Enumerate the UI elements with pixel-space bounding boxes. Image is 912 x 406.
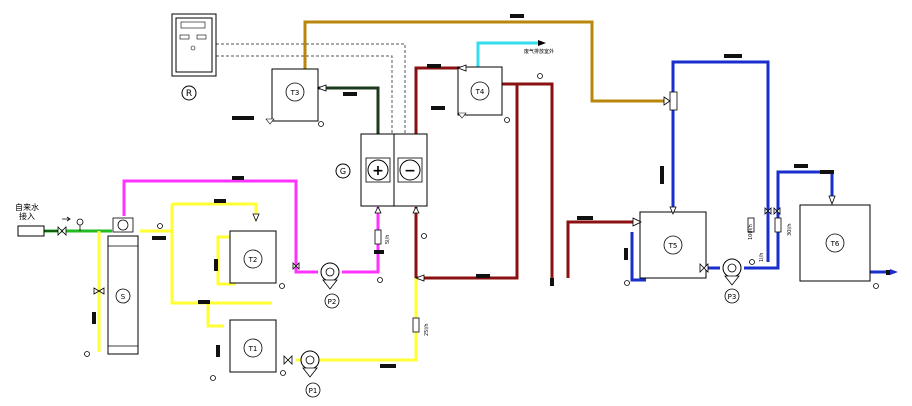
g-return-arrow <box>414 274 425 282</box>
anolyte-line <box>414 66 641 282</box>
flowmeter-p3-left: 100l/h <box>747 217 755 240</box>
sample-taps <box>84 73 879 381</box>
vent-label: 废气排放室外 <box>524 48 554 55</box>
tank-t4-label: T4 <box>475 88 485 96</box>
inlet-label: 自来水 接入 <box>12 203 42 221</box>
air-injector <box>669 91 678 111</box>
t2-inlet-arrow <box>252 213 260 223</box>
outlet-arrow <box>890 269 898 275</box>
inlet-label-line1: 自来水 <box>15 203 39 212</box>
controller-cabinet <box>171 13 217 77</box>
tank-t1-label: T1 <box>248 345 258 353</box>
brine-line <box>122 179 380 274</box>
tank-t2-label: T2 <box>248 256 258 264</box>
catholyte-line <box>318 86 380 134</box>
inlet-connector <box>17 225 45 237</box>
pump-p3: P3 <box>722 258 742 304</box>
generator-label: G <box>340 167 346 176</box>
cathode-symbol: − <box>404 163 416 179</box>
signal-lines <box>216 43 406 134</box>
flowmeter-p3-left-label: 100l/h <box>748 224 754 240</box>
pump-p2: P2 <box>320 262 340 309</box>
tank-t1: T1 <box>229 319 277 373</box>
tank-t6: T6 <box>799 204 871 282</box>
pump-p1-label: P1 <box>309 387 318 395</box>
vent-arrow <box>538 40 546 46</box>
inlet-valve-icon <box>57 226 67 236</box>
pressure-gauge-icon <box>76 218 84 226</box>
t5-top-arrow <box>669 206 677 216</box>
t4-inlet-arrow <box>456 64 467 72</box>
flowmeter-p3-right: 30l/h <box>774 217 793 236</box>
vent-line <box>476 41 540 68</box>
tank-t3-label: T3 <box>290 89 300 97</box>
flowmeter-g-left: 5l/h <box>374 229 391 245</box>
pump-p2-label: P2 <box>328 298 337 306</box>
flowmeter-p1-label: 25l/h <box>424 323 430 336</box>
g-inlet-arrow-right <box>412 206 420 214</box>
generator-tag <box>335 163 351 179</box>
air-line <box>303 20 668 103</box>
tank-t5: T5 <box>639 211 707 279</box>
product-line <box>630 60 890 282</box>
pump-p1: P1 <box>300 350 321 398</box>
controller-label: R <box>186 89 192 99</box>
flowmeter-t6-label: 1l/h <box>759 253 765 262</box>
softener-label: S <box>121 293 126 301</box>
tank-t2: T2 <box>229 230 277 284</box>
valves <box>93 207 781 365</box>
water-softener: S <box>107 217 139 355</box>
tank-t5-label: T5 <box>668 242 678 250</box>
pump-p3-label: P3 <box>728 293 737 301</box>
t5-inlet-arrow <box>632 217 642 227</box>
g-inlet-arrow-left <box>374 206 382 214</box>
tank-t3: T3 <box>271 68 319 122</box>
flow-direction-arrow <box>62 216 71 222</box>
flowmeter-t6: 1l/h <box>759 253 765 262</box>
tank-t6-label: T6 <box>830 240 840 248</box>
tag-markers <box>92 14 890 368</box>
flowmeter-p1: 25l/h <box>412 317 430 336</box>
electrolysis-generator: + − <box>360 133 428 207</box>
t6-inlet-arrow <box>828 195 836 206</box>
t3-inlet-arrow <box>316 84 327 92</box>
anode-symbol: + <box>372 163 384 179</box>
flowmeter-g-left-label: 5l/h <box>385 235 391 244</box>
tank-t4: T4 <box>457 66 503 116</box>
controller-tag <box>181 85 197 101</box>
inlet-label-line2: 接入 <box>19 212 35 221</box>
flowmeter-p3-right-label: 30l/h <box>787 223 793 236</box>
